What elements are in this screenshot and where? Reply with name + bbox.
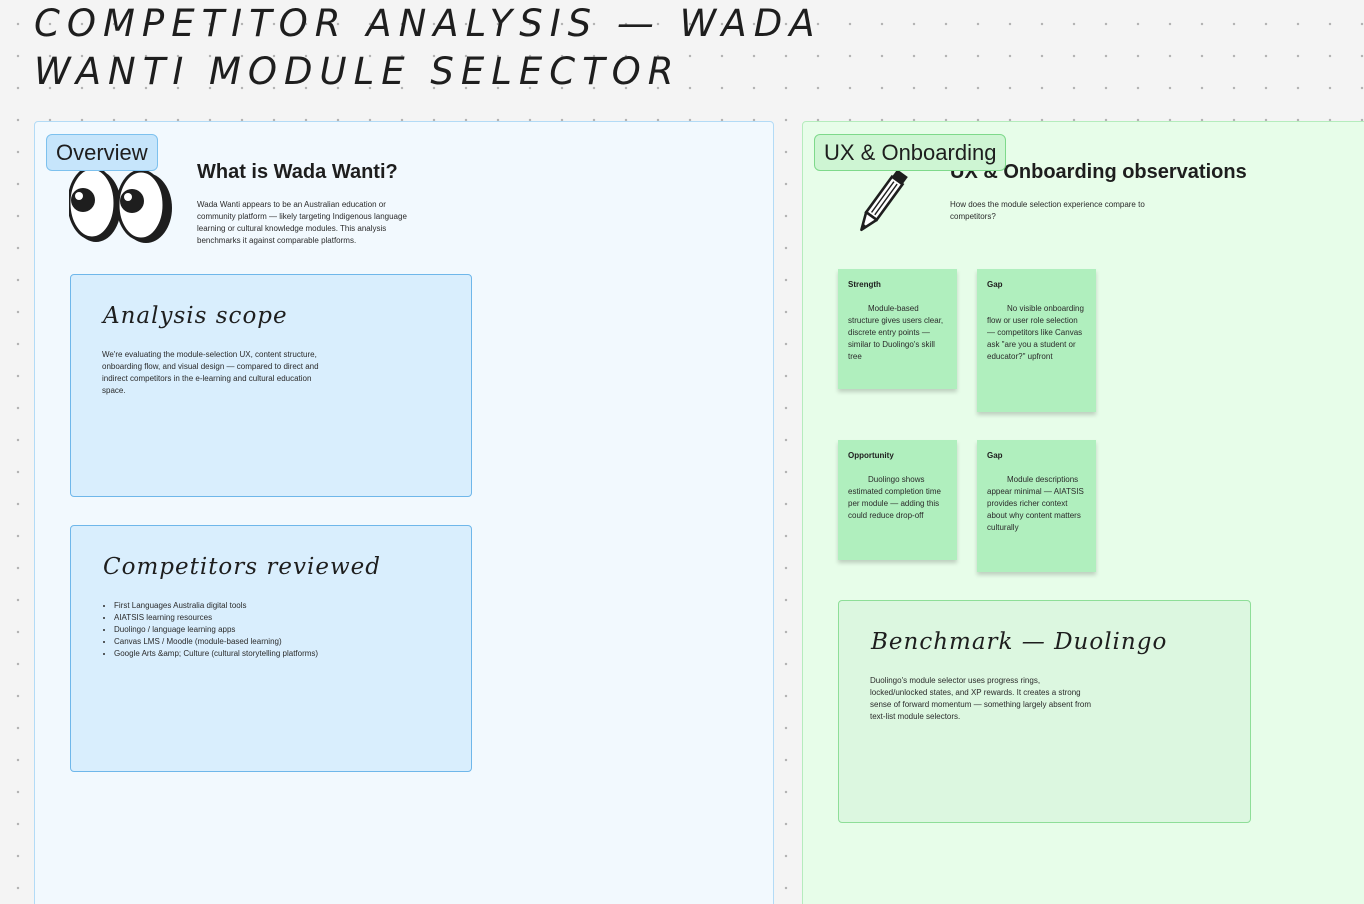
sticky-label: Opportunity	[848, 451, 894, 460]
ux-description: How does the module selection experience…	[950, 200, 1145, 221]
sticky-text: No visible onboarding flow or user role …	[987, 304, 1084, 361]
sticky-note[interactable]: Strength Module-based structure gives us…	[838, 269, 957, 389]
sticky-label: Strength	[848, 280, 881, 289]
overview-description: Wada Wanti appears to be an Australian e…	[197, 200, 407, 245]
sticky-label: Gap	[987, 451, 1003, 460]
overview-heading: What is Wada Wanti?	[197, 161, 398, 183]
ux-heading: UX & Onboarding observations	[950, 161, 1247, 183]
benchmark-text: Duolingo's module selector uses progress…	[870, 676, 1091, 721]
list-item: First Languages Australia digital tools	[114, 600, 334, 612]
analysis-scope-title: Analysis scope	[103, 303, 288, 329]
sticky-label: Gap	[987, 280, 1003, 289]
benchmark-title: Benchmark — Duolingo	[871, 629, 1168, 655]
list-item: Canvas LMS / Moodle (module-based learni…	[114, 636, 334, 648]
pencil-icon[interactable]	[849, 166, 913, 238]
list-item: Duolingo / language learning apps	[114, 624, 334, 636]
sticky-note[interactable]: Gap No visible onboarding flow or user r…	[977, 269, 1096, 412]
competitors-title: Competitors reviewed	[103, 554, 381, 580]
section-overview[interactable]: Overview What is Wada Wanti? Wada Wanti …	[34, 121, 774, 904]
section-ux-onboarding[interactable]: UX & Onboarding observations How does th…	[802, 121, 1364, 904]
sticky-note[interactable]: Opportunity Duolingo shows estimated com…	[838, 440, 957, 560]
competitors-list: First Languages Australia digital tools …	[102, 600, 334, 660]
board-title: Competitor analysis — Wada Wanti module …	[34, 2, 822, 93]
competitors-card[interactable]: Competitors reviewed First Languages Aus…	[70, 525, 472, 772]
sticky-text: Module-based structure gives users clear…	[848, 304, 944, 361]
list-item: AIATSIS learning resources	[114, 612, 334, 624]
section-tag-overview[interactable]: Overview	[46, 134, 158, 171]
list-item: Google Arts &amp; Culture (cultural stor…	[114, 648, 334, 660]
section-tag-ux-onboarding[interactable]: UX & Onboarding	[814, 134, 1007, 171]
sticky-text: Duolingo shows estimated completion time…	[848, 475, 941, 520]
analysis-scope-card[interactable]: Analysis scope We're evaluating the modu…	[70, 274, 472, 497]
benchmark-card[interactable]: Benchmark — Duolingo Duolingo's module s…	[838, 600, 1251, 823]
analysis-scope-text: We're evaluating the module-selection UX…	[102, 350, 319, 395]
sticky-text: Module descriptions appear minimal — AIA…	[987, 475, 1084, 532]
sticky-note[interactable]: Gap Module descriptions appear minimal —…	[977, 440, 1096, 572]
googly-eyes-icon[interactable]	[69, 165, 173, 245]
